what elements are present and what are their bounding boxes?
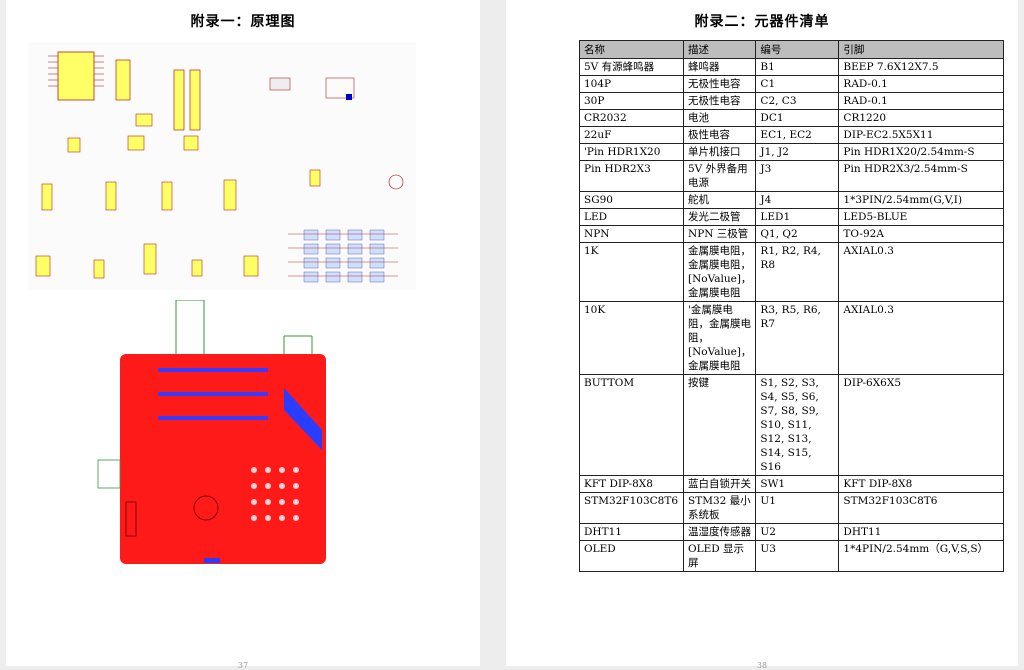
cell-description: OLED 显示屏 <box>682 540 757 572</box>
cell-description: 按键 <box>682 374 757 476</box>
header-name: 名称 <box>579 40 684 59</box>
table-header-row: 名称 描述 编号 引脚 <box>579 40 1004 59</box>
header-footprint: 引脚 <box>838 40 1004 59</box>
cell-footprint: CR1220 <box>838 109 1004 127</box>
cell-designator: LED1 <box>755 208 840 226</box>
cell-footprint: KFT DIP-8X8 <box>838 475 1004 493</box>
cell-description: NPN 三极管 <box>682 225 757 243</box>
cell-description: 发光二极管 <box>682 208 757 226</box>
cell-footprint: AXIAL0.3 <box>838 242 1004 302</box>
cell-designator: J3 <box>755 160 840 192</box>
cell-name: LED <box>579 208 684 226</box>
cell-designator: C1 <box>755 75 840 93</box>
cell-description: 金属膜电阻，金属膜电阻，[NoValue]，金属膜电阻 <box>682 242 757 302</box>
cell-designator: EC1, EC2 <box>755 126 840 144</box>
cell-footprint: 1*3PIN/2.54mm(G,V,I) <box>838 191 1004 209</box>
cell-footprint: LED5-BLUE <box>838 208 1004 226</box>
cell-name: 10K <box>579 301 684 375</box>
cell-footprint: AXIAL0.3 <box>838 301 1004 375</box>
cell-designator: J1, J2 <box>755 143 840 161</box>
cell-designator: R3, R5, R6, R7 <box>755 301 840 375</box>
cell-name: 5V 有源蜂鸣器 <box>579 58 684 76</box>
cell-designator: S1, S2, S3, S4, S5, S6, S7, S8, S9, S10,… <box>755 374 840 476</box>
cell-name: STM32F103C8T6 <box>579 492 684 524</box>
cell-description: '金属膜电阻，金属膜电阻，[NoValue]，金属膜电阻 <box>682 301 757 375</box>
header-designator: 编号 <box>755 40 840 59</box>
cell-footprint: Pin HDR1X20/2.54mm-S <box>838 143 1004 161</box>
cell-name: DHT11 <box>579 523 684 541</box>
cell-footprint: STM32F103C8T6 <box>838 492 1004 524</box>
cell-description: 舵机 <box>682 191 757 209</box>
cell-description: 无极性电容 <box>682 75 757 93</box>
left-page-title: 附录一：原理图 <box>190 14 296 30</box>
cell-description: 蜂鸣器 <box>682 58 757 76</box>
schematic-diagram-image <box>28 42 416 290</box>
cell-name: KFT DIP-8X8 <box>579 475 684 493</box>
cell-description: 无极性电容 <box>682 92 757 110</box>
cell-name: NPN <box>579 225 684 243</box>
cell-designator: SW1 <box>755 475 840 493</box>
cell-designator: R1, R2, R4, R8 <box>755 242 840 302</box>
cell-footprint: DHT11 <box>838 523 1004 541</box>
cell-designator: J4 <box>755 191 840 209</box>
cell-name: BUTTOM <box>579 374 684 476</box>
cell-designator: C2, C3 <box>755 92 840 110</box>
cell-description: 极性电容 <box>682 126 757 144</box>
cell-footprint: TO-92A <box>838 225 1004 243</box>
cell-name: SG90 <box>579 191 684 209</box>
cell-name: Pin HDR2X3 <box>579 160 684 192</box>
cell-description: STM32 最小系统板 <box>682 492 757 524</box>
cell-designator: U2 <box>755 523 840 541</box>
left-document-page: 附录一：原理图 <box>6 0 480 670</box>
cell-name: 1K <box>579 242 684 302</box>
cell-name: OLED <box>579 540 684 572</box>
header-description: 描述 <box>682 40 757 59</box>
cell-name: 'Pin HDR1X20 <box>579 143 684 161</box>
cell-description: 温湿度传感器 <box>682 523 757 541</box>
cell-designator: B1 <box>755 58 840 76</box>
pcb-layout-image <box>97 300 326 564</box>
cell-designator: U3 <box>755 540 840 572</box>
cell-footprint: Pin HDR2X3/2.54mm-S <box>838 160 1004 192</box>
cell-footprint: 1*4PIN/2.54mm（G,V,S,S） <box>838 540 1004 572</box>
cell-description: 蓝白自锁开关 <box>682 475 757 493</box>
cell-footprint: DIP-EC2.5X5X11 <box>838 126 1004 144</box>
cell-designator: U1 <box>755 492 840 524</box>
cell-name: 104P <box>579 75 684 93</box>
cell-footprint: BEEP 7.6X12X7.5 <box>838 58 1004 76</box>
cell-description: 电池 <box>682 109 757 127</box>
cell-footprint: RAD-0.1 <box>838 75 1004 93</box>
cell-designator: Q1, Q2 <box>755 225 840 243</box>
cell-description: 单片机接口 <box>682 143 757 161</box>
cell-footprint: RAD-0.1 <box>838 92 1004 110</box>
cell-name: CR2032 <box>579 109 684 127</box>
right-page-title: 附录二：元器件清单 <box>694 14 830 30</box>
cell-name: 22uF <box>579 126 684 144</box>
page-gutter <box>480 0 506 666</box>
cell-name: 30P <box>579 92 684 110</box>
cell-description: 5V 外界备用电源 <box>682 160 757 192</box>
cell-footprint: DIP-6X6X5 <box>838 374 1004 476</box>
cell-designator: DC1 <box>755 109 840 127</box>
